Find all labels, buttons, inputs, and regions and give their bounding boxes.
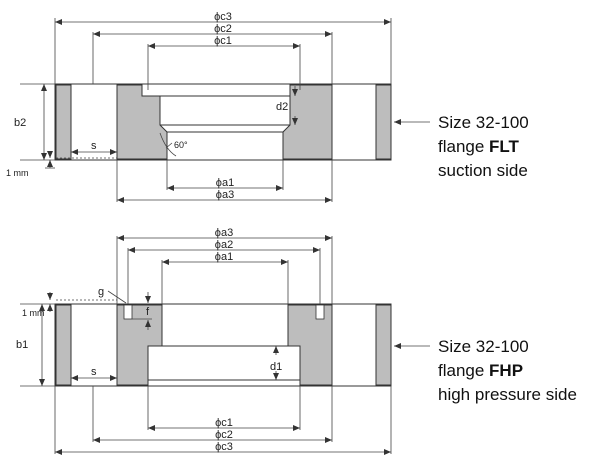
- fhp-dim-f: f: [146, 306, 150, 318]
- fhp-dim-b1: b1: [16, 339, 28, 351]
- flt-right-hub-section: [282, 84, 333, 160]
- flt-dim-1mm: 1 mm: [6, 168, 29, 178]
- fhp-outline: [54, 303, 392, 387]
- flt-angle-label: 60°: [174, 140, 188, 150]
- flt-caption-side: suction side: [438, 161, 528, 180]
- flt-caption-type: FLT: [489, 137, 520, 156]
- flt-dim-c1: ϕc1: [214, 35, 232, 47]
- fhp-dim-c1: ϕc1: [215, 417, 233, 429]
- fhp-caption-side: high pressure side: [438, 385, 577, 404]
- fhp-dim-s: s: [91, 366, 97, 378]
- flt-caption-prefix: flange: [438, 137, 489, 156]
- fhp-right-rim-section: [375, 304, 392, 386]
- fhp-left-tapped-hole: [123, 304, 133, 320]
- fhp-dim-a2: ϕa2: [215, 239, 233, 251]
- flt-caption-size: Size 32-100: [438, 113, 529, 132]
- fhp-flange-drawing: ϕa3 ϕa2 ϕa1 g f 1 mm b1 s d1: [16, 227, 430, 455]
- fhp-caption-size: Size 32-100: [438, 337, 529, 356]
- fhp-dim-c3: ϕc3: [215, 441, 233, 453]
- flt-left-rim-section: [55, 84, 72, 160]
- fhp-caption-prefix: flange: [438, 361, 489, 380]
- flt-dim-s: s: [91, 140, 97, 152]
- fhp-dim-1mm: 1 mm: [22, 308, 45, 318]
- fhp-left-rim-section: [55, 304, 72, 386]
- flt-dim-a1: ϕa1: [216, 177, 234, 189]
- fhp-dim-a1: ϕa1: [215, 251, 233, 263]
- fhp-caption-type: FHP: [489, 361, 523, 380]
- flt-dim-d2: d2: [276, 101, 288, 113]
- fhp-right-hub-section: [287, 304, 333, 386]
- flt-dim-c3: ϕc3: [214, 11, 232, 23]
- fhp-label-g: g: [98, 286, 104, 298]
- fhp-caption-flange: flange FHP: [438, 361, 523, 380]
- fhp-caption: Size 32-100 flange FHP high pressure sid…: [438, 337, 577, 404]
- flt-dim-c2: ϕc2: [214, 23, 232, 35]
- flt-outline: [54, 83, 392, 161]
- flt-dim-b2: b2: [14, 117, 26, 129]
- fhp-dim-d1: d1: [270, 361, 282, 373]
- flt-caption: Size 32-100 flange FLT suction side: [438, 113, 529, 180]
- flt-caption-flange: flange FLT: [438, 137, 520, 156]
- fhp-dim-a3: ϕa3: [215, 227, 233, 239]
- flt-flange-drawing: ϕc3 ϕc2 ϕc1 d2 b2 s 60° 1 mm ϕa1 ϕa3: [6, 11, 430, 203]
- flt-dim-a3: ϕa3: [216, 189, 234, 201]
- fhp-right-tapped-hole: [315, 304, 325, 320]
- flt-right-rim-section: [375, 84, 392, 160]
- fhp-dim-c2: ϕc2: [215, 429, 233, 441]
